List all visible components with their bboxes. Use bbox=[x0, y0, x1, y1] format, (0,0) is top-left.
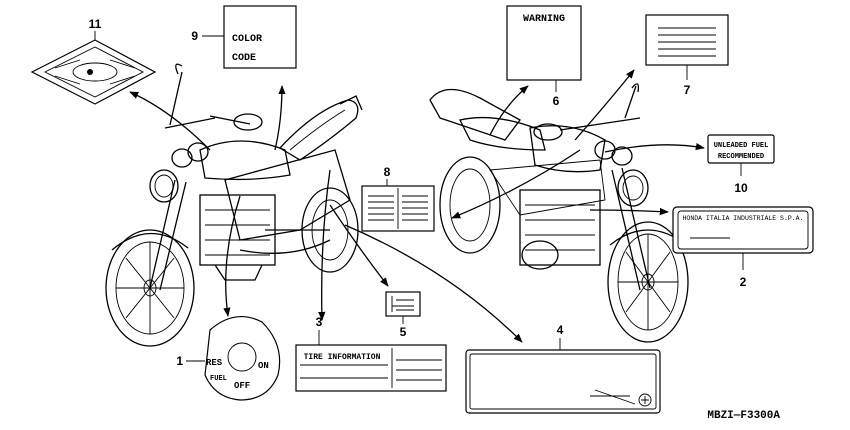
label-11-emblem bbox=[30, 39, 157, 105]
callout-11: 11 bbox=[89, 17, 102, 31]
fuel-res: RES bbox=[206, 358, 223, 368]
label-5-small bbox=[385, 291, 421, 317]
label-8-spec bbox=[361, 185, 435, 232]
callout-5: 5 bbox=[400, 325, 407, 339]
callout-2: 2 bbox=[740, 275, 747, 289]
callout-10: 10 bbox=[734, 181, 748, 195]
diagram-code: MBZI—F3300A bbox=[707, 410, 780, 422]
label-9-color-code: COLOR CODE bbox=[223, 5, 297, 69]
fuel-on: ON bbox=[258, 361, 269, 371]
leader-arrows bbox=[129, 69, 705, 343]
callout-7: 7 bbox=[684, 83, 691, 97]
label-2-maker-plate: HONDA ITALIA INDUSTRIALE S.P.A. bbox=[672, 206, 814, 254]
label-4-plate bbox=[465, 349, 661, 414]
warning-title: WARNING bbox=[523, 14, 565, 25]
maker-name: HONDA ITALIA INDUSTRIALE S.P.A. bbox=[683, 215, 804, 222]
callout-3: 3 bbox=[316, 315, 323, 329]
callout-6: 6 bbox=[553, 94, 560, 108]
label-6-warning: WARNING bbox=[506, 5, 582, 81]
callout-1: 1 bbox=[176, 354, 183, 368]
label-10-fuel: UNLEADED FUEL RECOMMENDED bbox=[707, 134, 775, 164]
fuel-line1: UNLEADED FUEL bbox=[714, 142, 769, 150]
callout-9: 9 bbox=[191, 29, 198, 43]
color-code-line2: CODE bbox=[232, 53, 256, 64]
right-motorcycle bbox=[429, 83, 689, 343]
color-code-line1: COLOR bbox=[232, 34, 262, 45]
fuel-off: OFF bbox=[234, 381, 250, 391]
callout-4: 4 bbox=[557, 323, 564, 337]
fuel-line2: RECOMMENDED bbox=[718, 153, 764, 161]
tire-title: TIRE INFORMATION bbox=[304, 353, 381, 362]
left-motorcycle bbox=[105, 63, 363, 347]
fuel-word: FUEL bbox=[210, 375, 227, 383]
label-3-tire-info: TIRE INFORMATION bbox=[295, 344, 447, 392]
callout-8: 8 bbox=[384, 165, 391, 179]
label-1-fuel-valve: RES ON FUEL OFF bbox=[204, 315, 281, 401]
label-7-info bbox=[645, 14, 729, 66]
